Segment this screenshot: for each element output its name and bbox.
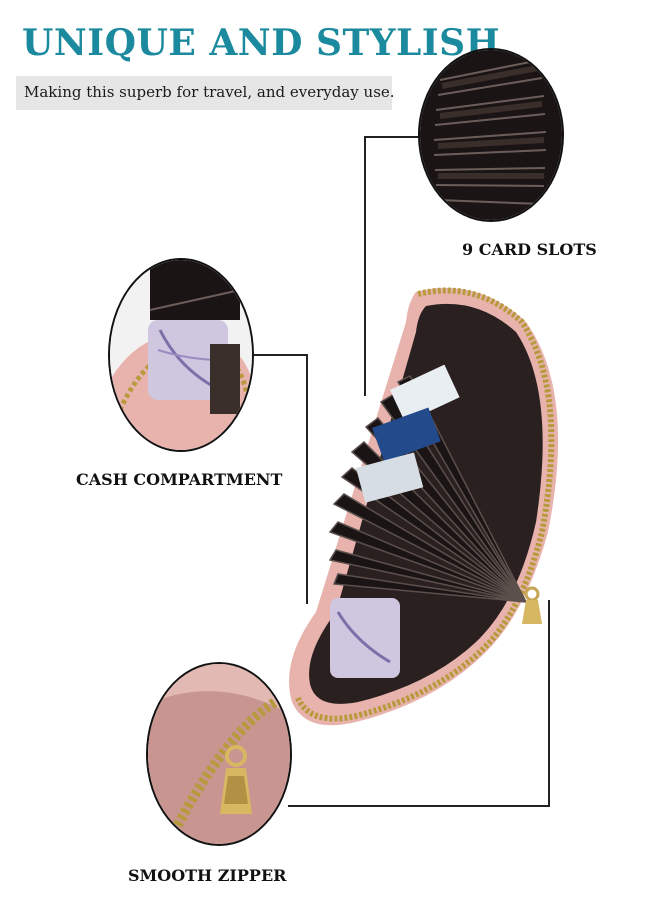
smooth-zipper-detail-circle <box>146 662 292 846</box>
connector-cash-v <box>306 354 308 604</box>
cash-compartment-label: CASH COMPARTMENT <box>76 470 283 489</box>
card-slots-closeup-image <box>420 50 562 220</box>
smooth-zipper-label: SMOOTH ZIPPER <box>128 866 287 885</box>
connector-zipper-h <box>288 805 550 807</box>
cash-compartment-detail-circle <box>108 258 254 452</box>
page-title: UNIQUE AND STYLISH <box>22 22 501 64</box>
card-slots-label: 9 CARD SLOTS <box>462 240 597 259</box>
connector-cash-h <box>250 354 308 356</box>
subtitle-banner <box>16 76 392 110</box>
smooth-zipper-closeup-image <box>148 664 290 844</box>
card-slots-detail-circle <box>418 48 564 222</box>
connector-card-slots-h <box>364 136 430 138</box>
connector-card-slots-v <box>364 136 366 396</box>
subtitle-text: Making this superb for travel, and every… <box>24 83 395 101</box>
connector-zipper-v <box>548 600 550 806</box>
cash-compartment-closeup-image <box>110 260 252 450</box>
wallet-main-image <box>289 287 559 726</box>
